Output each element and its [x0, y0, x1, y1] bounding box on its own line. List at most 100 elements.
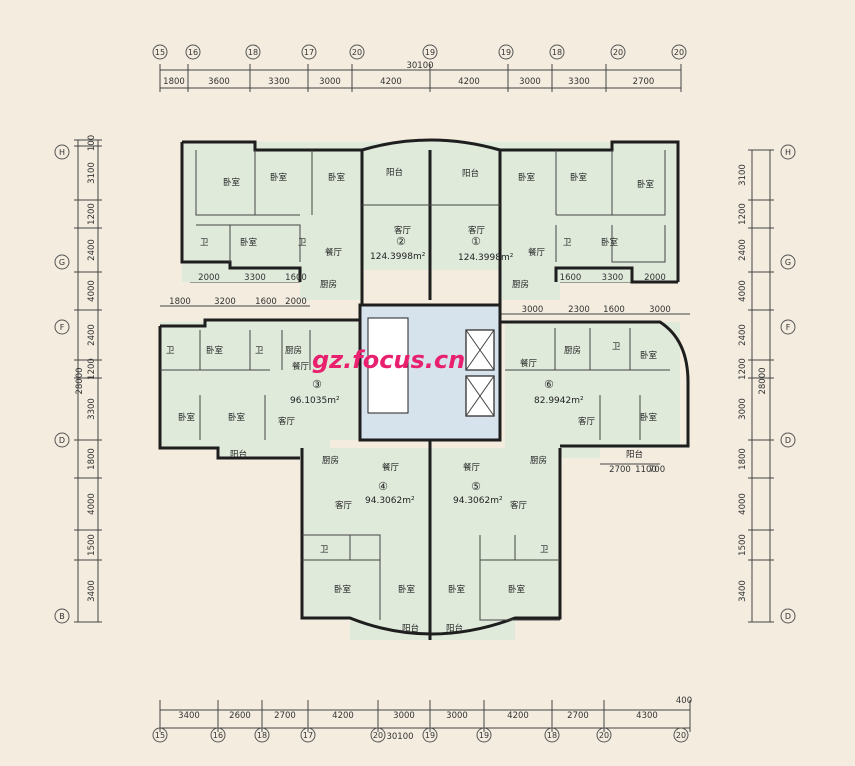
axis-bubble: [610, 44, 626, 60]
kitchen-label: 厨房: [320, 279, 337, 290]
inner-dimension-value: 3300: [602, 273, 624, 283]
living-room-label: 客厅: [394, 225, 412, 236]
dining-room-label: 餐厅: [325, 248, 343, 258]
axis-label: 16: [213, 731, 223, 740]
axis-label: 19: [479, 731, 489, 740]
top-dimension-value: 2700: [633, 77, 655, 87]
right-dimension-value: 3100: [738, 164, 748, 186]
axis-label: 20: [674, 48, 684, 57]
bottom-dimension-value: 4200: [507, 711, 529, 721]
balcony-label: 阳台: [230, 449, 247, 460]
left-dimension-value: 1200: [87, 203, 97, 225]
bedroom-label: 卧室: [508, 584, 526, 595]
unit-area: 82.9942m²: [534, 396, 584, 406]
axis-bubble: [54, 432, 70, 448]
bedroom-label: 卧室: [178, 412, 196, 423]
axis-bubble: [476, 727, 492, 743]
axis-bubble: [671, 44, 687, 60]
left-dimension-value: 2400: [87, 239, 97, 261]
left-dimension-value: 3400: [87, 580, 97, 602]
left-dimension-chain: 28000: [75, 140, 99, 622]
inner-dimension-value: 1600: [255, 297, 277, 307]
axis-bubble: [422, 727, 438, 743]
living-room-label: 客厅: [468, 225, 486, 236]
left-dimension-value: 2400: [87, 324, 97, 346]
axis-label: 16: [188, 48, 198, 57]
bedroom-label: 卧室: [570, 172, 588, 183]
wc-label: 卫: [320, 545, 329, 555]
unit-number: ②: [396, 235, 406, 248]
balcony-label: 阳台: [446, 623, 463, 634]
bedroom-label: 卧室: [270, 172, 288, 183]
unit-number: ①: [471, 235, 481, 248]
axis-bubble: [349, 44, 365, 60]
left-dimension-value: 1500: [87, 534, 97, 556]
inner-dimension-value: 2000: [198, 273, 220, 283]
bedroom-label: 卧室: [640, 350, 658, 361]
inner-dimension-value: 1600: [285, 273, 307, 283]
unit-number: ⑤: [471, 480, 481, 493]
inner-dimension-value: 3200: [214, 297, 236, 307]
top-dimension-value: 4200: [380, 77, 402, 87]
right-dimension-value: 2400: [738, 239, 748, 261]
unit-area: 124.3998m²: [370, 252, 426, 262]
wc-label: 卫: [166, 346, 175, 356]
axis-label: 20: [373, 731, 383, 740]
right-dimension-value: 1200: [738, 203, 748, 225]
axis-bubble: [301, 44, 317, 60]
building-walls: [158, 138, 690, 640]
axis-label: 19: [501, 48, 511, 57]
bottom-dimension-value: 2700: [567, 711, 589, 721]
inner-dimension-value: 3000: [649, 305, 671, 315]
right-dimension-value: 2400: [738, 324, 748, 346]
top-dimension-value: 3000: [519, 77, 541, 87]
axis-bubble: [498, 44, 514, 60]
kitchen-label: 厨房: [530, 455, 547, 466]
balcony-label: 阳台: [402, 623, 419, 634]
inner-dimension-value: 1100: [635, 465, 657, 475]
inner-dimension-value: 2000: [285, 297, 307, 307]
room-labels: 卧室 卧室 卧室 阳台 阳台 卧室 卧室 卧室 卧室 卧室 卫 卫 卫 客厅 客…: [166, 167, 658, 634]
inner-dimension-value: 2000: [644, 273, 666, 283]
wc-label: 卫: [200, 238, 209, 248]
bedroom-label: 卧室: [228, 412, 246, 423]
axis-bubble: [54, 144, 70, 160]
axis-bubble: [673, 727, 689, 743]
axis-bubble: [185, 44, 201, 60]
axis-bubble: [152, 727, 168, 743]
right-total-dimension: 28000: [758, 367, 768, 394]
bottom-dimension-value: 2700: [274, 711, 296, 721]
top-dimension-value: 3300: [268, 77, 290, 87]
axis-label: 17: [304, 48, 314, 57]
living-room-label: 客厅: [578, 416, 596, 427]
axis-label: G: [59, 258, 65, 267]
axis-bubble: [245, 44, 261, 60]
unit-area: 124.3998m²: [458, 253, 514, 263]
wc-label: 卫: [540, 545, 549, 555]
left-dimension-value: 100: [87, 135, 97, 151]
bottom-dimension-value: 4300: [636, 711, 658, 721]
inner-dimension-value: 3000: [522, 305, 544, 315]
bedroom-label: 卧室: [601, 237, 619, 248]
dining-room-label: 餐厅: [528, 248, 546, 258]
top-total-dimension: 30100: [406, 61, 433, 71]
bottom-total-dimension: 30100: [386, 732, 413, 742]
axis-label: 18: [552, 48, 562, 57]
dining-room-label: 餐厅: [292, 362, 310, 372]
top-dimension-chain: 30100: [160, 61, 681, 89]
axis-label: D: [59, 436, 65, 445]
balcony-label: 阳台: [626, 449, 643, 460]
wc-label: 卫: [298, 238, 307, 248]
axis-bubble: [54, 608, 70, 624]
axis-label: 17: [303, 731, 313, 740]
top-dimension-value: 3600: [208, 77, 230, 87]
right-dimension-chain: 28000: [751, 150, 771, 622]
kitchen-label: 厨房: [512, 279, 529, 290]
bedroom-label: 卧室: [637, 179, 655, 190]
wc-label: 卫: [563, 238, 572, 248]
left-dimension-value: 4000: [87, 493, 97, 515]
watermark: gz.focus.cn: [312, 346, 465, 374]
kitchen-label: 厨房: [322, 455, 339, 466]
floor-areas: [160, 142, 680, 640]
